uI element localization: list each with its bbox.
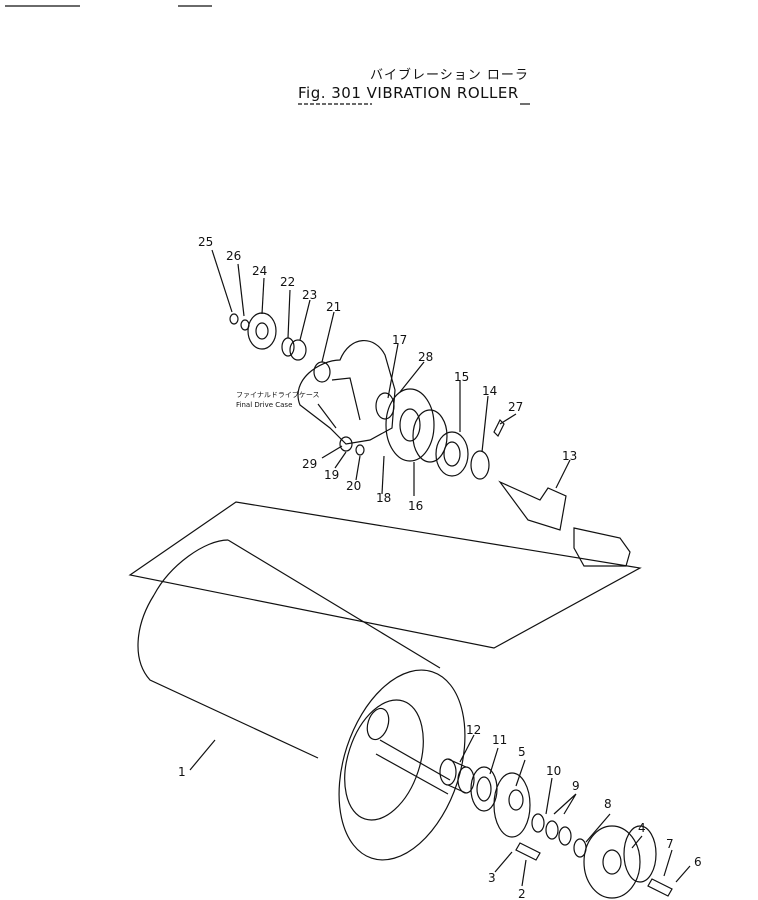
- part-24-label: 24: [252, 264, 267, 278]
- part-20-label: 20: [346, 479, 361, 493]
- part-3-label: 3: [488, 871, 496, 885]
- part-27-label: 27: [508, 400, 523, 414]
- part-22-label: 22: [280, 275, 295, 289]
- part-5-label: 5: [518, 745, 526, 759]
- part-12-label: 12: [466, 723, 481, 737]
- part-10-label: 10: [546, 764, 561, 778]
- figure-title-japanese: バイブレーション ローラ: [370, 68, 529, 83]
- part-25-label: 25: [198, 235, 213, 249]
- part-18-label: 18: [376, 491, 391, 505]
- part-8-label: 8: [604, 797, 612, 811]
- part-21-label: 21: [326, 300, 341, 314]
- part-26-label: 26: [226, 249, 241, 263]
- final-drive-case-label: Final Drive Case: [236, 401, 292, 409]
- part-16-label: 16: [408, 499, 423, 513]
- part-28-label: 28: [418, 350, 433, 364]
- part-7-label: 7: [666, 837, 674, 851]
- part-19-label: 19: [324, 468, 339, 482]
- part-4-label: 4: [638, 821, 646, 835]
- part-14-label: 14: [482, 384, 497, 398]
- part-6-label: 6: [694, 855, 702, 869]
- part-11-label: 11: [492, 733, 507, 747]
- part-17-label: 17: [392, 333, 407, 347]
- part-2-label: 2: [518, 887, 526, 900]
- figure-title: Fig. 301 VIBRATION ROLLER: [298, 84, 519, 102]
- part-23-label: 23: [302, 288, 317, 302]
- part-29-label: 29: [302, 457, 317, 471]
- part-13-label: 13: [562, 449, 577, 463]
- final-drive-case-label-jp: ファイナルドライブケース: [236, 390, 320, 399]
- part-15-label: 15: [454, 370, 469, 384]
- part-1-label: 1: [178, 765, 186, 779]
- part-9-label: 9: [572, 779, 580, 793]
